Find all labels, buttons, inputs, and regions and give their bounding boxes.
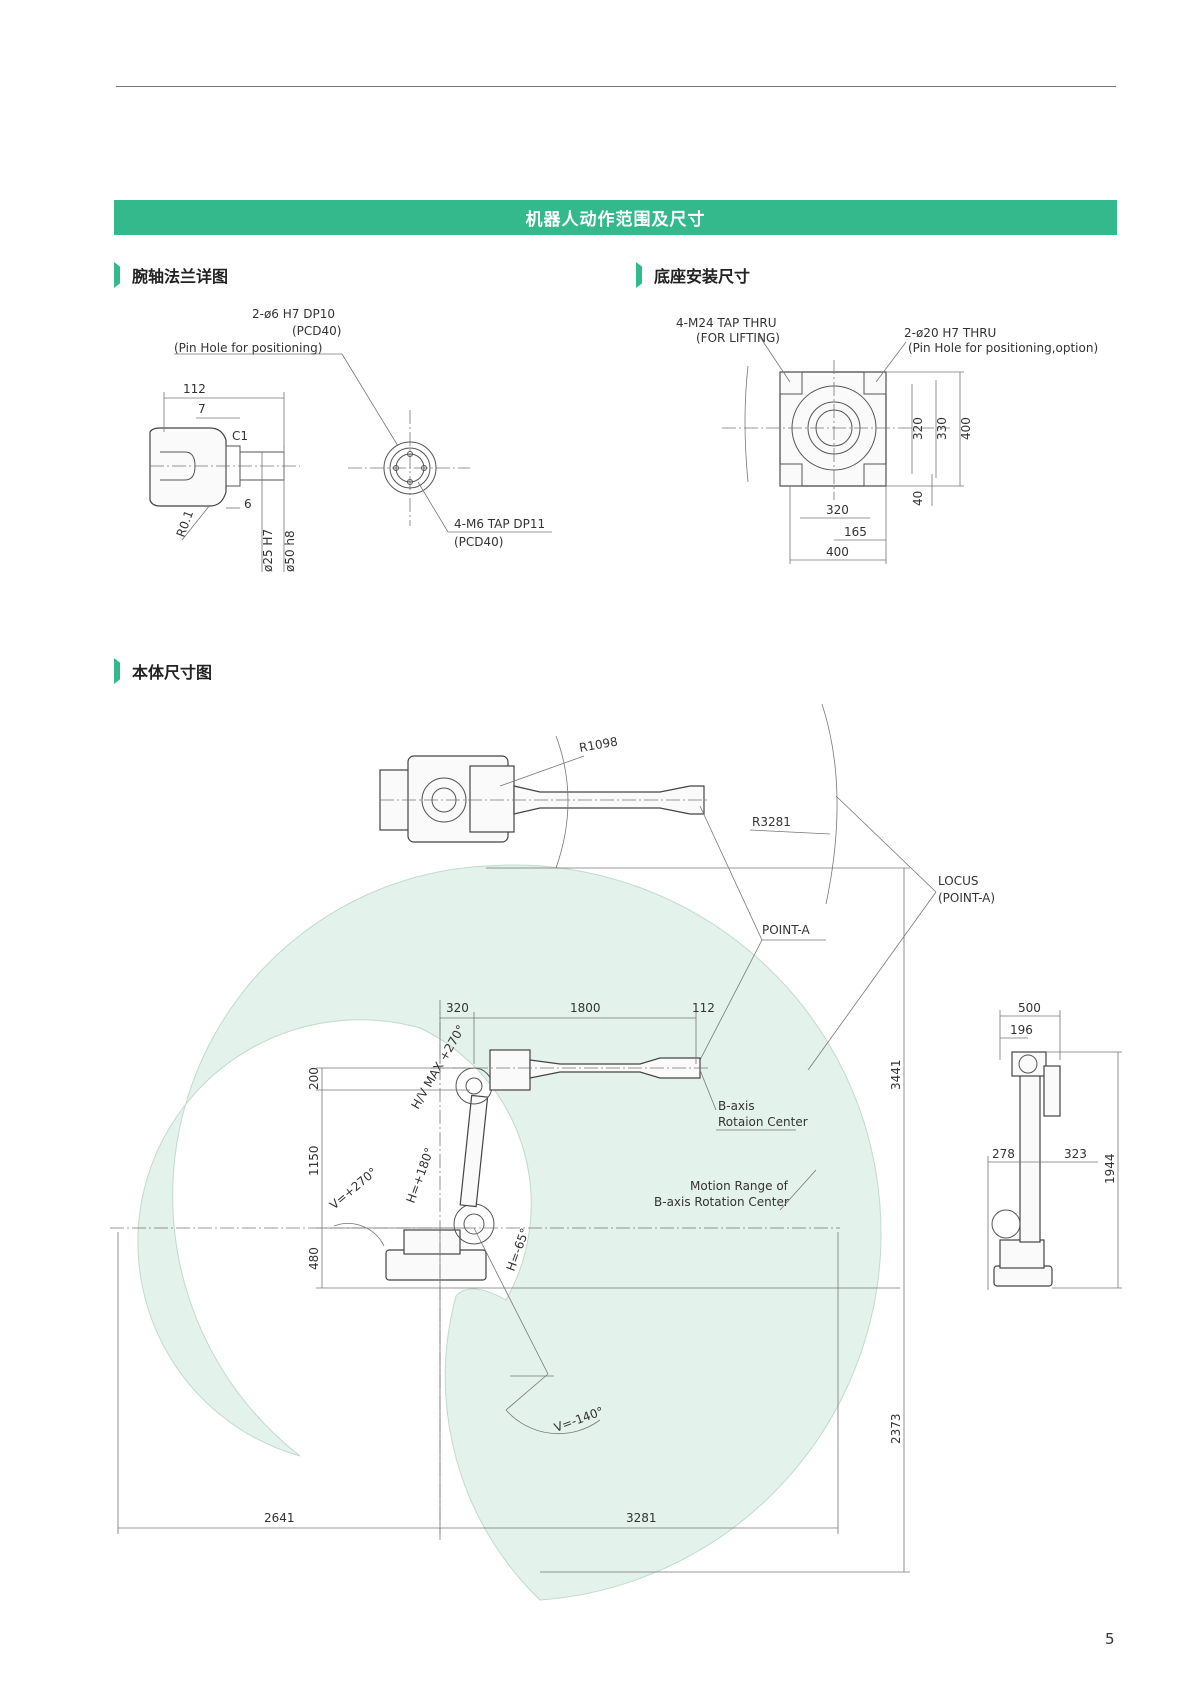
dim-320: 320 — [446, 1001, 469, 1015]
baxis-center-label: Rotaion Center — [718, 1115, 808, 1129]
dim-2373: 2373 — [889, 1413, 903, 1444]
dim-3441: 3441 — [889, 1059, 903, 1090]
dim-r01: R0.1 — [174, 508, 197, 539]
top-rule — [116, 86, 1116, 87]
section-body: 本体尺寸图 — [114, 658, 212, 684]
pin20-note: (Pin Hole for positioning,option) — [908, 341, 1098, 355]
wrist-flange-drawing: 112 7 C1 6 R0.1 ø25 H7 ø50 h8 2-ø6 H7 DP… — [149, 307, 552, 572]
top-view-robot — [379, 755, 710, 843]
dim-323: 323 — [1064, 1147, 1087, 1161]
section-wrist-title: 腕轴法兰详图 — [132, 267, 229, 286]
angle-v270: V=+270° — [327, 1165, 380, 1213]
pin-hole-spec: 2-ø6 H7 DP10 — [252, 307, 335, 321]
section-marker — [114, 658, 120, 684]
dim-v330: 330 — [935, 417, 949, 440]
m24-spec: 4-M24 TAP THRU — [676, 316, 777, 330]
dim-278: 278 — [992, 1147, 1015, 1161]
dim-480: 480 — [307, 1247, 321, 1270]
section-base-title: 底座安装尺寸 — [654, 267, 751, 286]
rear-view-robot — [991, 1051, 1061, 1287]
dim-3281: 3281 — [626, 1511, 657, 1525]
dim-196: 196 — [1010, 1023, 1033, 1037]
banner-title-text: 机器人动作范围及尺寸 — [525, 210, 706, 230]
point-a-label: POINT-A — [762, 923, 810, 937]
dim-1150: 1150 — [307, 1145, 321, 1176]
dim-h320: 320 — [826, 503, 849, 517]
base-mounting-drawing: 4-M24 TAP THRU (FOR LIFTING) 2-ø20 H7 TH… — [676, 316, 1098, 564]
pin-hole-note: (Pin Hole for positioning) — [174, 341, 322, 355]
page-number: 5 — [1105, 1630, 1115, 1648]
section-marker — [114, 262, 120, 288]
wrist-side-view — [149, 427, 227, 507]
dim-1944: 1944 — [1103, 1153, 1117, 1184]
dim-v400: 400 — [959, 417, 973, 440]
angle-h180: H=+180° — [404, 1146, 437, 1205]
dim-2641: 2641 — [264, 1511, 295, 1525]
dim-h400: 400 — [826, 545, 849, 559]
dim-1800: 1800 — [570, 1001, 601, 1015]
motion-center-label: B-axis Rotation Center — [654, 1195, 789, 1209]
dim-d25: ø25 H7 — [261, 529, 275, 572]
body-dimension-drawing: R1098 R3281 LOCUS (POINT-A) POINT-A — [110, 703, 1122, 1601]
dim-112: 112 — [183, 382, 206, 396]
dim-v40: 40 — [911, 491, 925, 506]
banner-title: 机器人动作范围及尺寸 — [114, 200, 1117, 235]
dim-r3281: R3281 — [752, 815, 791, 829]
dim-r1098: R1098 — [578, 734, 619, 755]
locus-label: LOCUS — [938, 874, 978, 888]
dim-112: 112 — [692, 1001, 715, 1015]
motion-range-zone — [137, 864, 882, 1601]
m24-note: (FOR LIFTING) — [696, 331, 780, 345]
section-marker — [636, 262, 642, 288]
dim-d50: ø50 h8 — [283, 530, 297, 572]
dim-h165: 165 — [844, 525, 867, 539]
dim-v320: 320 — [911, 417, 925, 440]
dim-c1: C1 — [232, 429, 248, 443]
locus-point-label: (POINT-A) — [938, 891, 995, 905]
pin20-spec: 2-ø20 H7 THRU — [904, 326, 996, 340]
base-plate — [779, 371, 887, 487]
section-base: 底座安装尺寸 — [636, 262, 750, 288]
motion-range-label: Motion Range of — [690, 1179, 789, 1193]
tap-pcd: (PCD40) — [454, 535, 504, 549]
dim-500: 500 — [1018, 1001, 1041, 1015]
dim-6: 6 — [244, 497, 252, 511]
side-view-robot — [385, 1049, 710, 1281]
baxis-label: B-axis — [718, 1099, 755, 1113]
pin-hole-pcd: (PCD40) — [292, 324, 342, 338]
section-body-title: 本体尺寸图 — [132, 663, 213, 682]
dim-7: 7 — [198, 402, 206, 416]
tap-spec: 4-M6 TAP DP11 — [454, 517, 545, 531]
flange-outer-circle — [383, 441, 437, 495]
dim-200: 200 — [307, 1067, 321, 1090]
section-wrist: 腕轴法兰详图 — [114, 262, 228, 288]
